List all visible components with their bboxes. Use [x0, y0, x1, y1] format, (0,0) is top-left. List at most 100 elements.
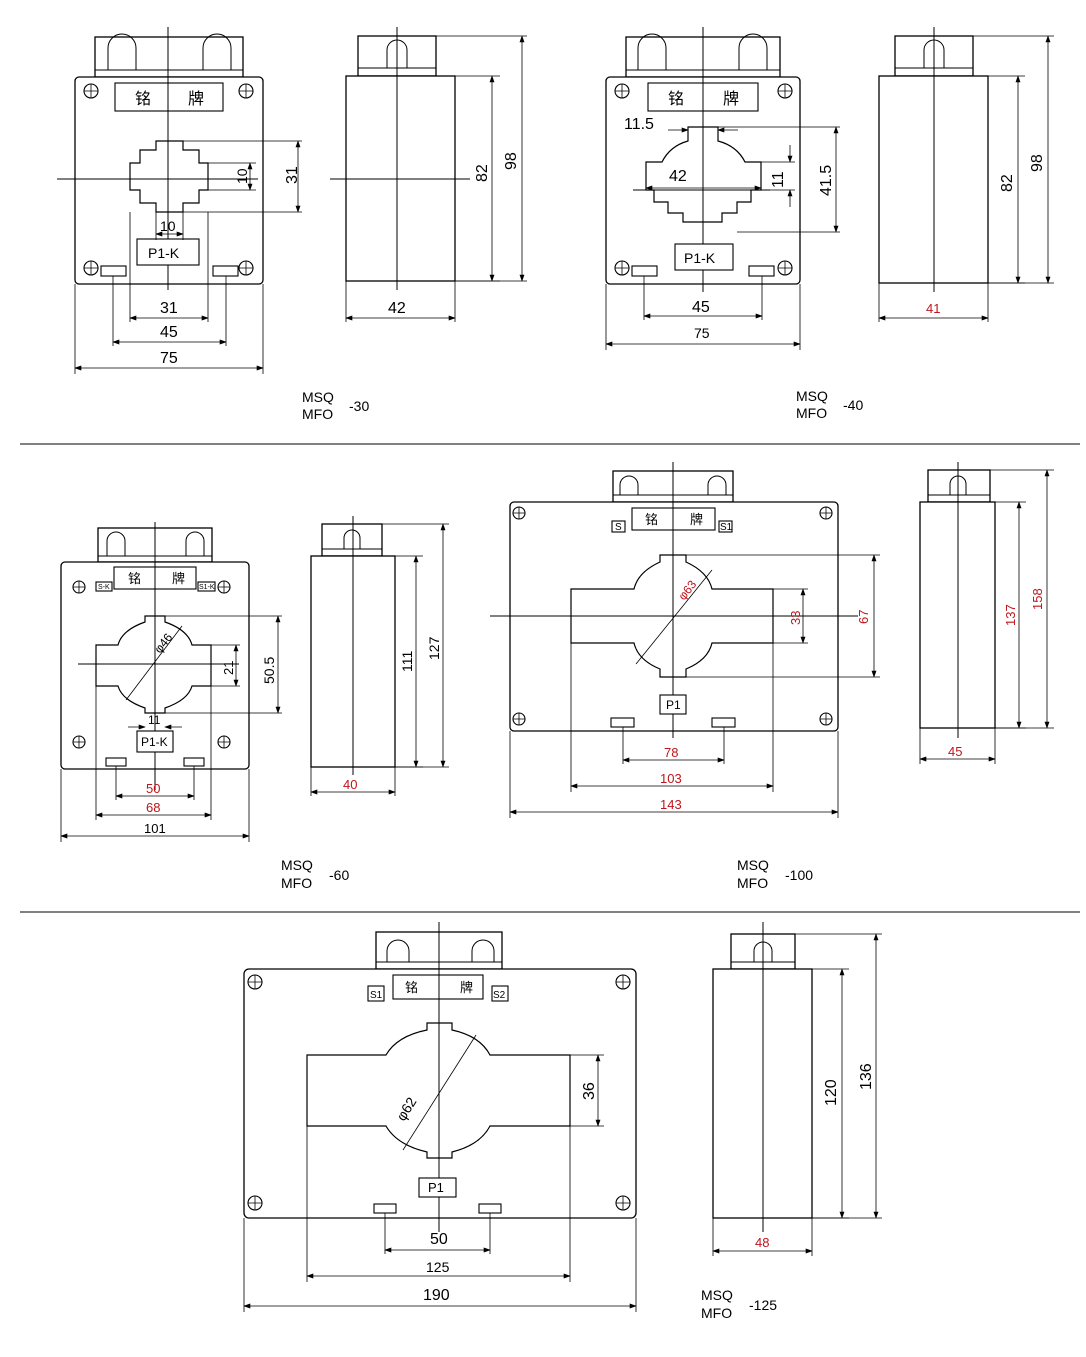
- svg-text:MSQ: MSQ: [302, 389, 334, 405]
- nameplate-text: 牌: [188, 90, 204, 108]
- svg-text:MFO: MFO: [701, 1305, 732, 1321]
- msq40-front-view: 铭 牌 P1-K 11.5 42 11 41.5 45 75: [605, 27, 840, 350]
- msq30-front-view: 铭 牌 P1-K 31 10 10 31 45 75: [57, 27, 302, 374]
- svg-text:-125: -125: [749, 1297, 777, 1313]
- dim-label: 101: [144, 821, 166, 836]
- dim-label: 11: [148, 713, 161, 727]
- nameplate-text: 铭: [128, 571, 141, 586]
- dim-label: 45: [692, 299, 710, 316]
- dim-label: 98: [503, 152, 520, 170]
- model-label-msq30: MSQ MFO -30: [302, 389, 369, 422]
- dim-label: 48: [755, 1235, 769, 1250]
- dim-label: 111: [399, 651, 415, 672]
- dim-label: 50.5: [261, 657, 277, 684]
- dim-label: 50: [146, 781, 160, 796]
- dim-label: 41.5: [818, 165, 835, 196]
- dim-label: 40: [343, 777, 357, 792]
- msq30-side-view: 82 98 42: [330, 27, 527, 322]
- svg-text:-40: -40: [843, 397, 863, 413]
- dim-label: 45: [948, 744, 962, 759]
- dim-label: 36: [581, 1082, 598, 1100]
- dim-label: 127: [426, 636, 442, 660]
- dim-label: 50: [430, 1231, 448, 1248]
- dim-label: 125: [426, 1259, 450, 1275]
- nameplate-text: 牌: [690, 512, 703, 527]
- dim-label: 190: [423, 1287, 450, 1304]
- mounting-hole-icon: [614, 83, 793, 276]
- dim-label: 103: [660, 771, 682, 786]
- dim-label: 82: [999, 174, 1016, 192]
- svg-text:-30: -30: [349, 398, 369, 414]
- terminal-label: P1-K: [141, 735, 168, 749]
- nameplate-text: 铭: [405, 980, 418, 995]
- svg-text:MFO: MFO: [796, 405, 827, 421]
- dim-label: 75: [694, 325, 710, 341]
- svg-text:MFO: MFO: [302, 406, 333, 422]
- terminal-label: P1-K: [684, 250, 716, 266]
- svg-text:-100: -100: [785, 867, 813, 883]
- dim-label: 137: [1003, 604, 1018, 626]
- svg-text:-60: -60: [329, 867, 349, 883]
- nameplate-text: 牌: [172, 571, 185, 586]
- dim-label: 11: [770, 171, 787, 188]
- svg-text:MSQ: MSQ: [701, 1287, 733, 1303]
- model-label-msq100: MSQ MFO -100: [737, 857, 813, 891]
- mounting-hole-icon: [247, 974, 631, 1211]
- terminal-tag: S2: [493, 990, 506, 1001]
- msq40-side-view: 82 98 41: [878, 27, 1054, 322]
- terminal-tag: S1-K: [199, 584, 215, 591]
- svg-text:MSQ: MSQ: [737, 857, 769, 873]
- dim-label: 120: [823, 1079, 840, 1106]
- nameplate-text: 铭: [668, 90, 684, 108]
- svg-text:MFO: MFO: [281, 875, 312, 891]
- dim-label: 41: [926, 301, 940, 316]
- msq100-front-view: 铭 牌 S S1 φ63 33 67 P1 78 103 143: [490, 462, 880, 818]
- svg-text:MSQ: MSQ: [796, 388, 828, 404]
- dim-label: 33: [788, 611, 803, 625]
- terminal-tag: S1: [370, 990, 383, 1001]
- terminal-label: P1: [428, 1180, 444, 1195]
- nameplate-text: 牌: [723, 90, 739, 108]
- dim-label: 10: [160, 218, 176, 234]
- svg-text:MSQ: MSQ: [281, 857, 313, 873]
- dim-label: 67: [856, 610, 871, 624]
- dim-label: 21: [221, 661, 236, 675]
- dim-label: 98: [1029, 154, 1046, 172]
- terminal-tag: S1: [720, 522, 733, 533]
- dim-label: 10: [234, 168, 250, 184]
- dim-label: 78: [664, 745, 678, 760]
- nameplate-text: 牌: [460, 980, 473, 995]
- terminal-tag: S-K: [98, 584, 110, 591]
- dim-label: 42: [388, 300, 406, 317]
- dim-label: 75: [160, 350, 178, 367]
- dim-label: 31: [160, 300, 178, 317]
- dim-label: 45: [160, 324, 178, 341]
- dim-label: 136: [858, 1063, 875, 1090]
- mounting-hole-icon: [512, 506, 833, 726]
- dim-label: 158: [1030, 588, 1045, 610]
- nameplate-text: 铭: [135, 90, 151, 108]
- dim-label: 11.5: [624, 116, 654, 133]
- msq60-side-view: 111 127 40: [310, 516, 449, 796]
- msq125-side-view: 120 136 48: [712, 922, 882, 1256]
- dim-label: 143: [660, 797, 682, 812]
- svg-text:MFO: MFO: [737, 875, 768, 891]
- dim-label: 68: [146, 800, 160, 815]
- terminal-tag: S: [615, 522, 622, 533]
- dim-label: 82: [474, 164, 491, 182]
- dim-label: 42: [669, 168, 687, 185]
- terminal-label: P1-K: [148, 245, 180, 261]
- model-label-msq125: MSQ MFO -125: [701, 1287, 777, 1321]
- dim-label: 31: [284, 166, 301, 184]
- mounting-hole-icon: [72, 580, 231, 749]
- msq60-front-view: 铭 牌 S-K S1-K φ46 21 50.5 11 P1-K 50 68 1…: [60, 522, 282, 842]
- terminal-label: P1: [666, 698, 681, 712]
- msq100-side-view: 137 158 45: [919, 462, 1054, 764]
- nameplate-text: 铭: [645, 512, 658, 527]
- model-label-msq60: MSQ MFO -60: [281, 857, 349, 891]
- mounting-hole-icon: [83, 83, 254, 276]
- msq125-front-view: 铭 牌 S1 S2 φ62 36 P1 50 125 190: [243, 922, 637, 1312]
- model-label-msq40: MSQ MFO -40: [796, 388, 863, 421]
